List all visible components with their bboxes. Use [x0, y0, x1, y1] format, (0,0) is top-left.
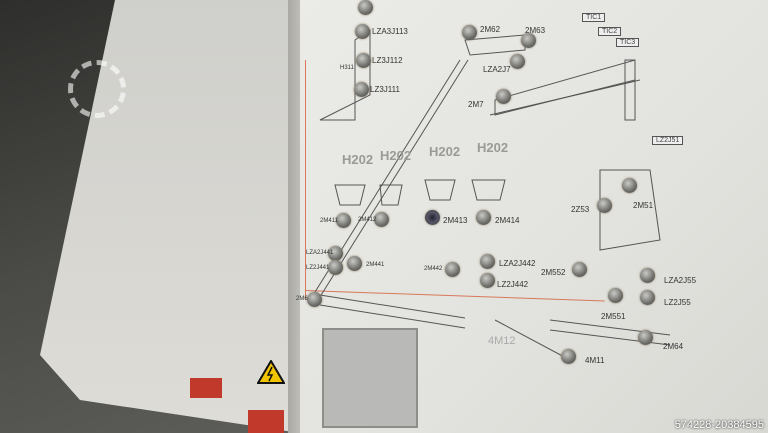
indicator-button[interactable] — [480, 273, 495, 288]
tag-box: LZ2J51 — [652, 136, 684, 145]
label: 2M62 — [480, 25, 501, 34]
label: 2M413 — [443, 216, 468, 225]
hopper-label: H202 — [477, 140, 509, 155]
indicator-button[interactable] — [307, 292, 322, 307]
label: LZ2J55 — [664, 298, 691, 307]
indicator-button[interactable] — [608, 288, 623, 303]
label: LZA2J442 — [499, 259, 536, 268]
watermark-logo-icon — [68, 60, 126, 118]
screw-4M11 — [494, 319, 571, 361]
hopper-label: H202 — [380, 148, 412, 163]
prohibition-sticker — [248, 410, 284, 433]
indicator-button[interactable] — [445, 262, 460, 277]
label: LZ3J112 — [372, 56, 403, 65]
label: LZA2J441 — [306, 250, 334, 256]
indicator-button[interactable] — [640, 268, 655, 283]
label: LZ3J111 — [370, 85, 400, 94]
indicator-button[interactable] — [521, 33, 536, 48]
bottom-screw — [319, 294, 466, 329]
label: 2M51 — [633, 201, 654, 210]
hopper-label: H202 — [342, 152, 374, 167]
label: H311 — [340, 65, 354, 71]
label: 2M441 — [366, 262, 385, 268]
label: 2M552 — [541, 268, 566, 277]
label: 2M63 — [525, 26, 546, 35]
screw-conveyor — [464, 34, 526, 56]
indicator-button[interactable] — [561, 349, 576, 364]
indicator-button[interactable] — [358, 0, 373, 15]
label: 2M414 — [495, 216, 520, 225]
indicator-button[interactable] — [347, 256, 362, 271]
process-line — [305, 60, 306, 300]
indicator-button[interactable] — [328, 260, 343, 275]
label: 4M12 — [488, 335, 516, 347]
indicator-button[interactable] — [356, 53, 371, 68]
indicator-button-lit[interactable] — [425, 210, 440, 225]
label: LZA2J7 — [483, 65, 511, 74]
indicator-button[interactable] — [622, 178, 637, 193]
label: LZA3J113 — [372, 27, 408, 36]
hopper-label: H202 — [429, 144, 461, 159]
label: LZ2J442 — [497, 280, 529, 289]
indicator-button[interactable] — [462, 25, 477, 40]
indicator-button[interactable] — [354, 82, 369, 97]
high-voltage-warning-icon — [257, 360, 285, 384]
indicator-button[interactable] — [476, 210, 491, 225]
display-window — [322, 328, 418, 428]
label: 2M442 — [424, 266, 443, 272]
label: LZA2J55 — [664, 276, 697, 285]
tag-box: TIC2 — [598, 27, 622, 36]
indicator-button[interactable] — [355, 24, 370, 39]
screw-2M64 — [549, 319, 671, 346]
label: 2M6 — [296, 296, 308, 302]
indicator-button[interactable] — [572, 262, 587, 277]
indicator-button[interactable] — [638, 330, 653, 345]
hoppers — [334, 179, 506, 206]
tag-box: TIC1 — [582, 13, 606, 22]
indicator-button[interactable] — [496, 89, 511, 104]
indicator-button[interactable] — [328, 246, 343, 261]
extruder-base — [489, 79, 641, 116]
column — [624, 59, 636, 121]
indicator-button[interactable] — [336, 213, 351, 228]
prohibition-sticker — [190, 378, 222, 398]
indicator-button[interactable] — [374, 212, 389, 227]
tank-outline — [319, 29, 371, 121]
indicator-button[interactable] — [597, 198, 612, 213]
indicator-button[interactable] — [510, 54, 525, 69]
label: 2M7 — [468, 100, 484, 109]
label: 2Z53 — [571, 205, 590, 214]
tag-box: TIC3 — [616, 38, 640, 47]
label: 2M412 — [358, 217, 377, 223]
label: 2M64 — [663, 342, 684, 351]
watermark-text: 574228-20384595 — [674, 419, 764, 431]
indicator-button[interactable] — [640, 290, 655, 305]
indicator-button[interactable] — [480, 254, 495, 269]
label: LZ2J441 — [306, 265, 330, 271]
label: 2M551 — [601, 312, 626, 321]
label: 4M11 — [585, 356, 605, 365]
label: 2M411 — [320, 218, 338, 224]
mill — [599, 169, 661, 251]
